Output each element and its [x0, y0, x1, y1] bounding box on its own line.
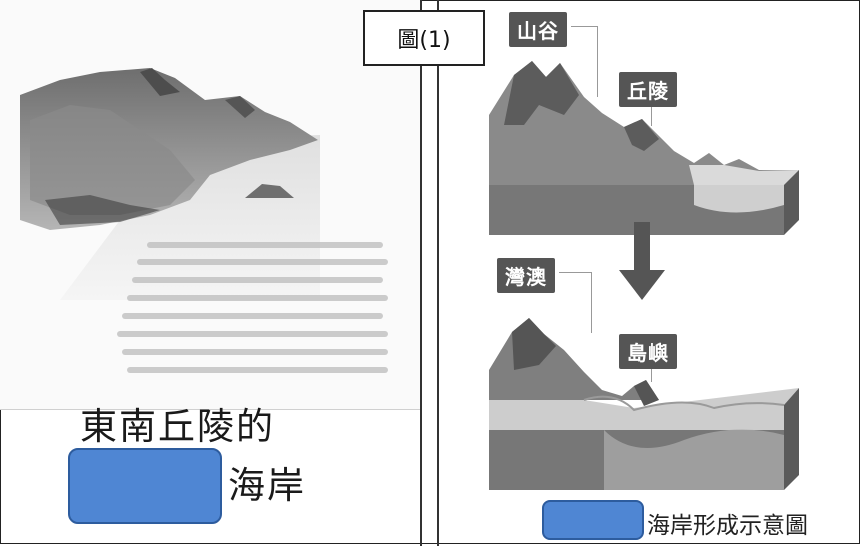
left-caption-line-2: 海岸: [228, 464, 306, 507]
leader-valley: [571, 26, 598, 97]
left-caption-line-1: 東南丘陵的: [80, 405, 275, 448]
figure-label: 圖(1): [363, 10, 485, 66]
label-hills: 丘陵: [619, 72, 677, 107]
block-diagram-before: [489, 61, 799, 235]
label-valley: 山谷: [509, 12, 567, 47]
left-panel: 東南丘陵的 海岸: [0, 0, 422, 546]
answer-mask-diagram-caption: [542, 500, 644, 540]
label-bay: 灣澳: [497, 258, 555, 293]
answer-mask-coast-type: [68, 448, 222, 524]
leader-hills: [651, 104, 653, 126]
diagram-caption: 海岸形成示意圖: [647, 513, 808, 539]
leader-islands: [651, 364, 653, 382]
label-islands: 島嶼: [619, 334, 677, 369]
leader-bay: [559, 272, 592, 333]
down-arrow-icon: [619, 222, 665, 300]
coastal-landscape-illustration: [0, 0, 420, 410]
block-diagram-after: [489, 318, 799, 490]
right-panel: 山谷 丘陵 灣澳 島嶼 海岸形成示意圖: [437, 0, 862, 546]
